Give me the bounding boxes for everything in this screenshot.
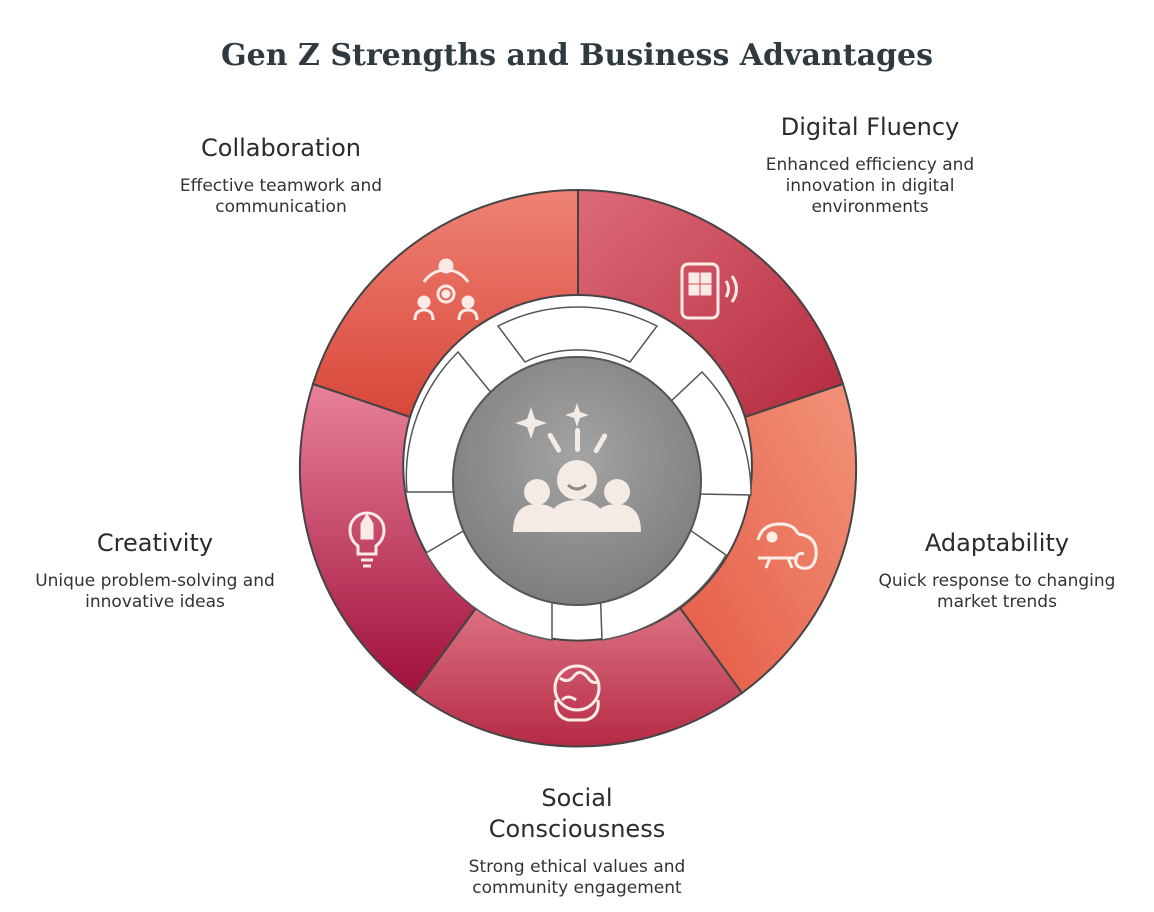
- adaptability-description: Quick response to changing market trends: [878, 571, 1116, 612]
- phone-app-icon: [680, 262, 738, 320]
- page-title: Gen Z Strengths and Business Advantages: [221, 38, 933, 73]
- segment-digital-fluency[interactable]: [577, 188, 845, 419]
- chameleon-icon: [756, 522, 818, 570]
- digital-fluency-heading: Digital Fluency: [780, 113, 960, 141]
- team-sparkle-icon: [513, 403, 641, 532]
- team-gear-icon: [413, 258, 479, 321]
- creativity-heading: Creativity: [96, 529, 214, 557]
- label-collaboration: Collaboration Effective teamwork and com…: [131, 133, 431, 218]
- adaptability-heading: Adaptability: [924, 529, 1070, 557]
- globe-head-icon: [553, 664, 601, 722]
- collaboration-description: Effective teamwork and communication: [179, 176, 383, 217]
- collaboration-heading: Collaboration: [201, 134, 361, 162]
- creativity-description: Unique problem-solving and innovative id…: [35, 571, 275, 612]
- social-consciousness-description: Strong ethical values and community enga…: [468, 857, 686, 898]
- label-creativity: Creativity Unique problem-solving and in…: [5, 528, 305, 613]
- segment-social-consciousness[interactable]: [412, 606, 744, 748]
- digital-fluency-description: Enhanced efficiency and innovation in di…: [765, 155, 975, 217]
- label-social-consciousness: Social Consciousness Strong ethical valu…: [427, 783, 727, 899]
- label-digital-fluency: Digital Fluency Enhanced efficiency and …: [720, 112, 1020, 218]
- segment-collaboration[interactable]: [311, 188, 579, 419]
- label-adaptability: Adaptability Quick response to changing …: [847, 528, 1147, 613]
- social-consciousness-heading: Social Consciousness: [488, 784, 666, 843]
- pencil-bulb-icon: [348, 511, 386, 568]
